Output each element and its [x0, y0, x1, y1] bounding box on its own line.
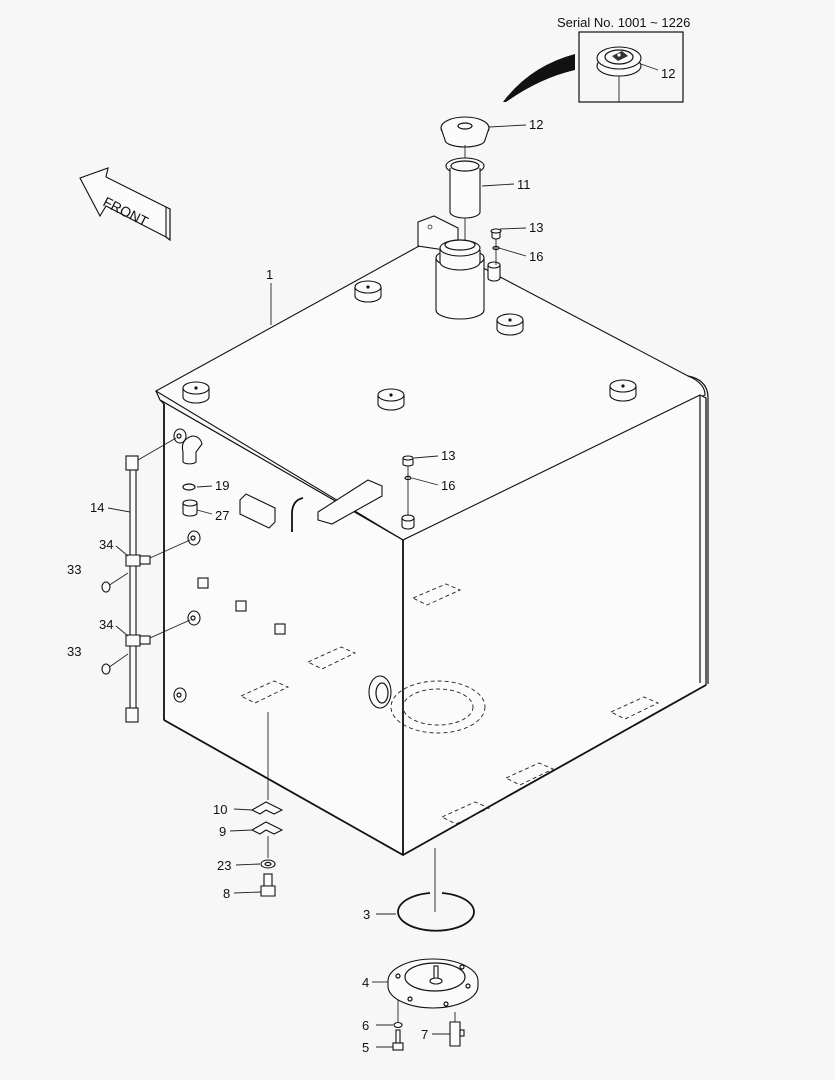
callout-14: 14 — [90, 500, 104, 515]
callout-34-lower: 34 — [99, 617, 113, 632]
callout-33-upper: 33 — [67, 562, 81, 577]
callout-13-top: 13 — [529, 220, 543, 235]
drain-cover-parts — [387, 848, 479, 1051]
bottom-mount-parts — [250, 712, 284, 897]
level-gauge-assembly — [101, 437, 191, 723]
mount-pad-icon — [182, 280, 637, 411]
callout-8: 8 — [223, 886, 230, 901]
filler-neck — [417, 215, 501, 320]
callout-27: 27 — [215, 508, 229, 523]
front-direction-arrow: FRONT — [79, 167, 171, 242]
callout-labels: 1 12 11 13 16 13 16 19 27 14 34 33 34 33… — [67, 117, 543, 1055]
callout-12-inset: 12 — [661, 66, 675, 81]
callout-13-side: 13 — [441, 448, 455, 463]
strainer-and-cap — [440, 116, 502, 265]
serial-inset-title: Serial No. 1001 ~ 1226 — [557, 15, 690, 30]
callout-9: 9 — [219, 824, 226, 839]
callout-7: 7 — [421, 1027, 428, 1042]
callout-33-lower: 33 — [67, 644, 81, 659]
callout-16-top: 16 — [529, 249, 543, 264]
callout-10: 10 — [213, 802, 227, 817]
side-fittings — [173, 428, 415, 703]
callout-3: 3 — [363, 907, 370, 922]
callout-19: 19 — [215, 478, 229, 493]
alt-filler-cap-icon — [596, 46, 642, 77]
callout-34-upper: 34 — [99, 537, 113, 552]
callout-6: 6 — [362, 1018, 369, 1033]
callout-5: 5 — [362, 1040, 369, 1055]
callout-leaders — [107, 124, 527, 1048]
callout-12: 12 — [529, 117, 543, 132]
callout-4: 4 — [362, 975, 369, 990]
callout-16-side: 16 — [441, 478, 455, 493]
hidden-features — [239, 583, 660, 825]
callout-23: 23 — [217, 858, 231, 873]
callout-11: 11 — [517, 177, 531, 192]
serial-inset: Serial No. 1001 ~ 1226 12 — [503, 15, 690, 103]
hydraulic-tank-body — [154, 215, 709, 856]
callout-1: 1 — [266, 267, 273, 282]
